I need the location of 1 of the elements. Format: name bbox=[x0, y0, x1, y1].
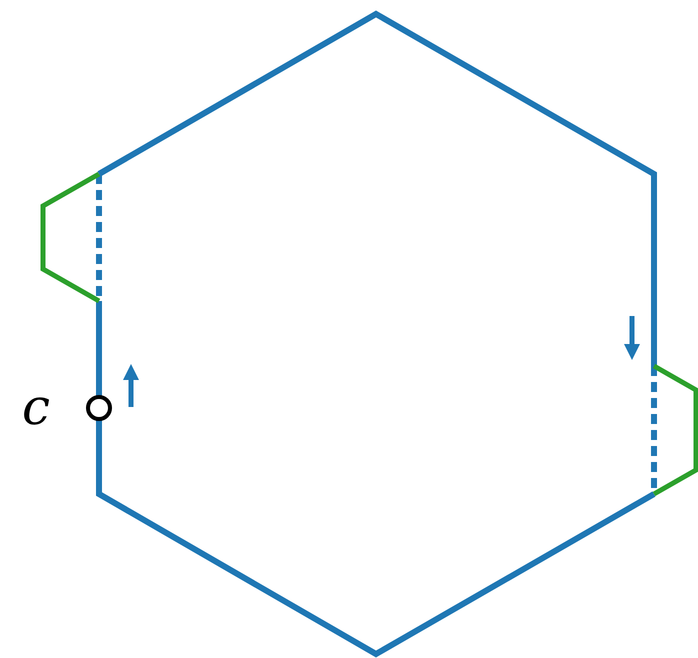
point-label: c bbox=[22, 382, 50, 432]
